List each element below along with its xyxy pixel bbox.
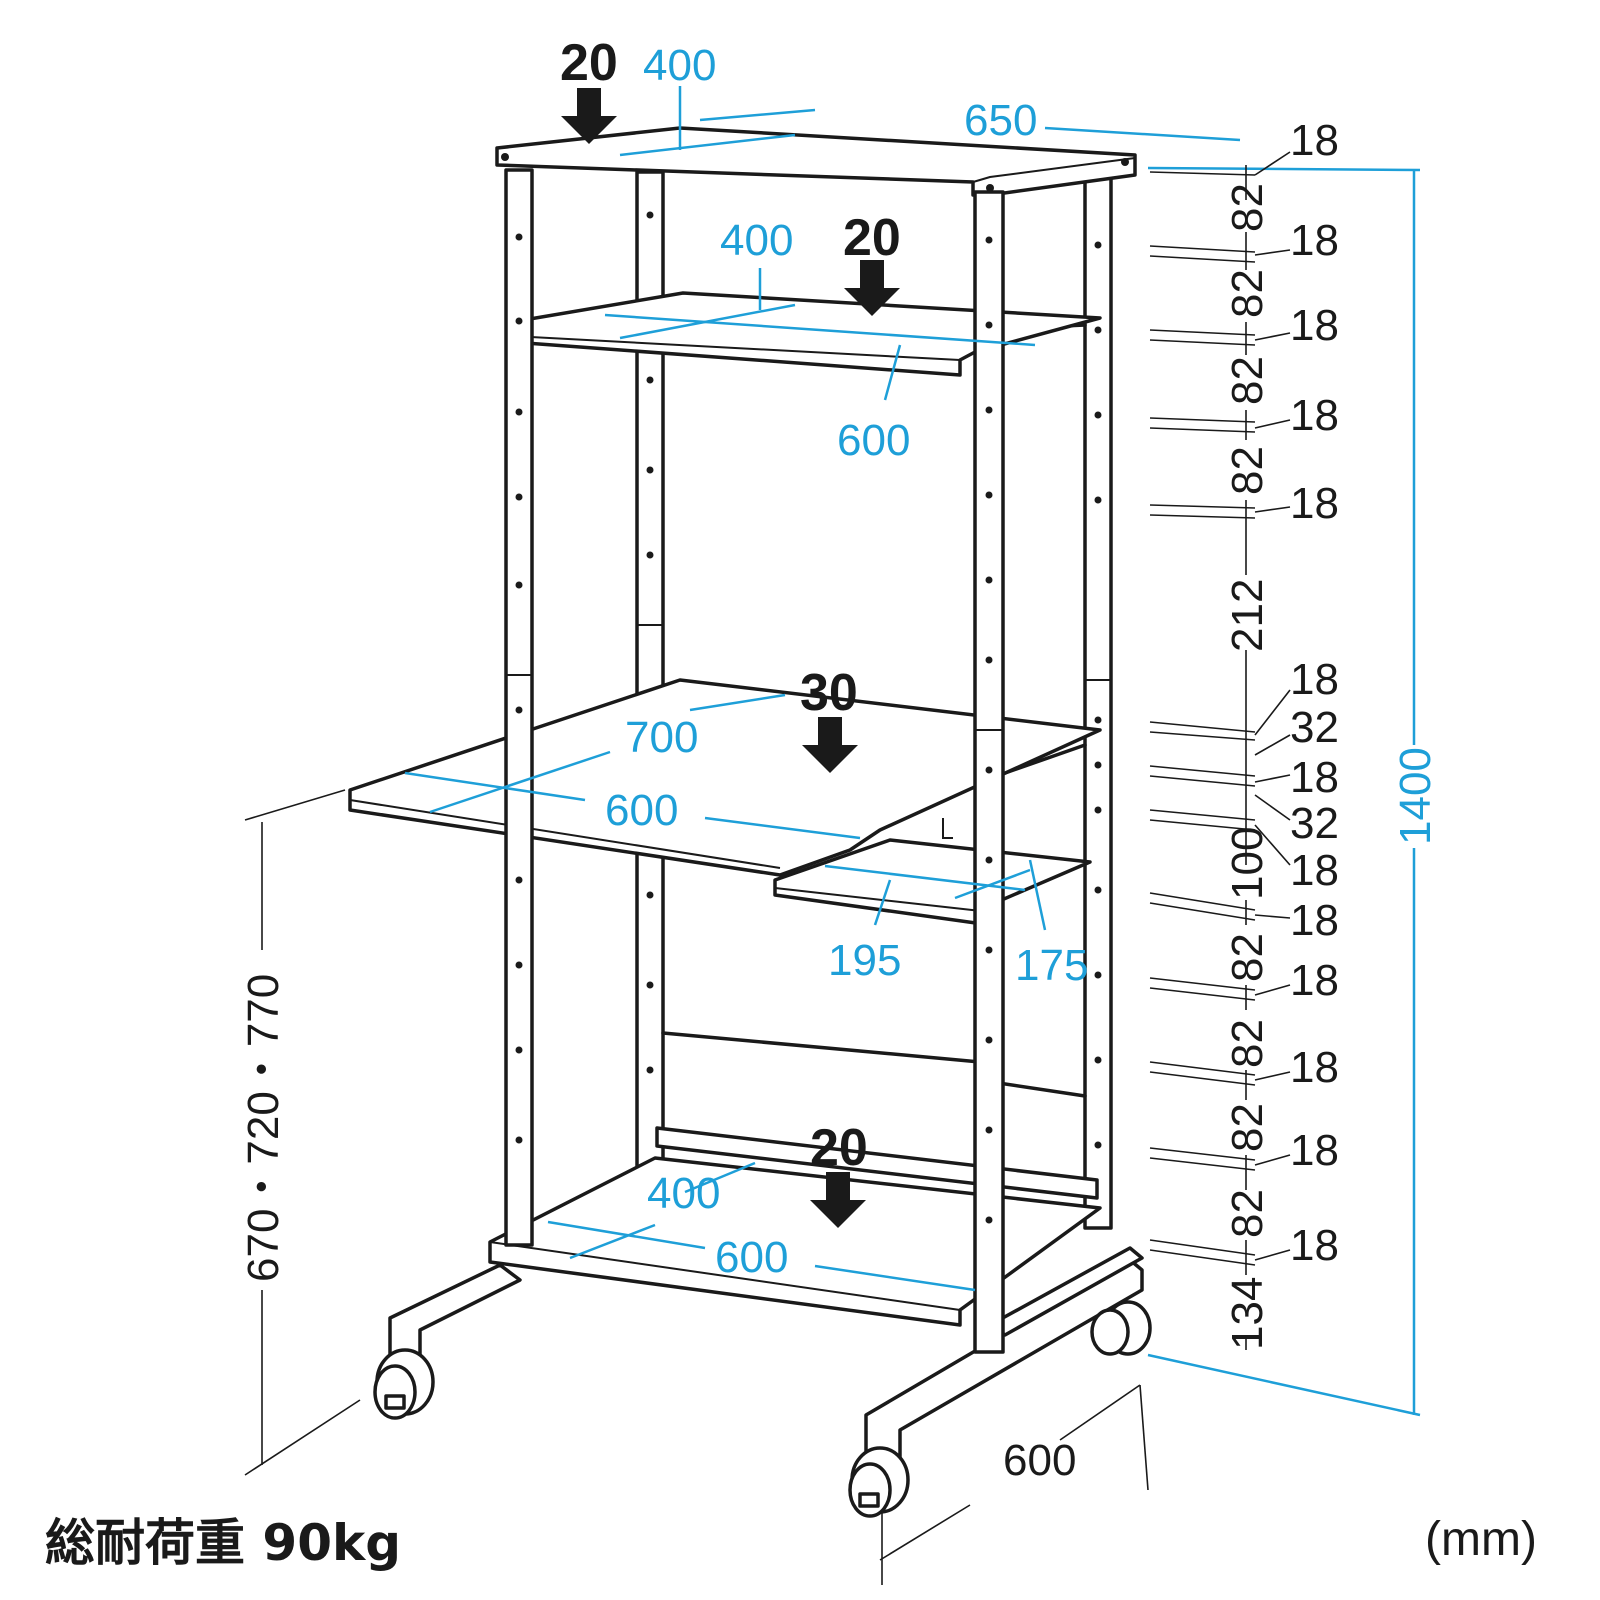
thickness-label: 18 xyxy=(1290,846,1339,895)
lower-rail-right xyxy=(990,1080,1087,1098)
lower-rail-left xyxy=(661,1031,982,1064)
load-label-shelf2: 20 xyxy=(843,209,901,267)
desk-shelf xyxy=(348,678,1102,877)
total-load-caption: 総耐荷重 90kg xyxy=(45,1514,401,1572)
thickness-label: 18 xyxy=(1290,896,1339,945)
gap-label: 134 xyxy=(1223,1277,1272,1350)
black-extension-lines xyxy=(1149,151,1291,1350)
caster-left xyxy=(373,1348,435,1420)
load-arrow-shelf2 xyxy=(844,260,900,316)
dim-desk-depth: 700 xyxy=(625,713,698,762)
left-base-leg xyxy=(388,1263,522,1362)
left-height-dimension xyxy=(244,789,361,1476)
gap-label: 82 xyxy=(1223,183,1272,232)
desk-shelf-edge xyxy=(349,799,781,869)
base-depth-dimension xyxy=(879,1384,1149,1585)
gap-label: 82 xyxy=(1223,1019,1272,1068)
shelf-2 xyxy=(510,291,1102,377)
top-shelf-front-edge xyxy=(496,164,974,183)
gap-label: 82 xyxy=(1223,446,1272,495)
load-labels: 20 20 30 20 xyxy=(560,34,901,1177)
caster-front xyxy=(848,1446,910,1518)
dim-desk-width: 600 xyxy=(605,786,678,835)
gap-label: 212 xyxy=(1223,579,1272,652)
upright-holes xyxy=(515,211,1102,1224)
blue-dimension-lines xyxy=(404,86,1421,1417)
dim-total-height: 1400 xyxy=(1391,747,1440,845)
load-arrow-bottom xyxy=(810,1172,866,1228)
thickness-label: 32 xyxy=(1290,799,1339,848)
gap-label: 100 xyxy=(1223,827,1272,900)
thickness-label: 18 xyxy=(1290,956,1339,1005)
dim-top-shelf-depth: 400 xyxy=(643,41,716,90)
thickness-label: 18 xyxy=(1290,479,1339,528)
load-label-top: 20 xyxy=(560,34,618,92)
thickness-label: 18 xyxy=(1290,1126,1339,1175)
upright-joint-1 xyxy=(506,624,1111,731)
thickness-label: 18 xyxy=(1290,216,1339,265)
dim-bottom-depth: 400 xyxy=(647,1169,720,1218)
load-label-desk: 30 xyxy=(800,664,858,722)
top-shelf-front-corner xyxy=(972,157,1136,183)
bottom-shelf-edge xyxy=(489,1241,961,1311)
caster-right xyxy=(1090,1300,1152,1356)
thickness-label: 18 xyxy=(1290,1043,1339,1092)
load-arrows xyxy=(561,88,900,1228)
left-height-label: 670・720・770 xyxy=(239,974,288,1282)
dim-shelf2-depth: 400 xyxy=(720,216,793,265)
right-stack-gap-labels: 82 82 82 82 212 100 82 82 82 82 134 xyxy=(1223,183,1272,1350)
rack-structure xyxy=(348,126,1152,1518)
dim-top-shelf-width: 650 xyxy=(964,96,1037,145)
dim-keyboard-depth: 195 xyxy=(828,936,901,985)
thickness-label: 18 xyxy=(1290,391,1339,440)
dim-shelf2-width: 600 xyxy=(837,416,910,465)
gap-label: 82 xyxy=(1223,1189,1272,1238)
gap-label: 82 xyxy=(1223,356,1272,405)
thickness-label: 32 xyxy=(1290,703,1339,752)
right-stack-thickness-labels: 18 18 18 18 18 18 32 18 32 18 18 18 18 1… xyxy=(1290,116,1339,1270)
dim-bottom-width: 600 xyxy=(715,1233,788,1282)
base-depth-label: 600 xyxy=(1003,1436,1076,1485)
unit-label: (mm) xyxy=(1425,1513,1537,1566)
thickness-label: 18 xyxy=(1290,301,1339,350)
load-arrow-top xyxy=(561,88,617,144)
shelf-2-edge xyxy=(511,335,961,361)
thickness-label: 18 xyxy=(1290,1221,1339,1270)
dim-keyboard-width: 175 xyxy=(1015,941,1088,990)
gap-label: 82 xyxy=(1223,1103,1272,1152)
blue-dimension-labels: 400 650 400 600 700 600 195 175 400 600 … xyxy=(605,41,1440,1282)
thickness-label: 18 xyxy=(1290,655,1339,704)
gap-label: 82 xyxy=(1223,933,1272,982)
rear-right-upright xyxy=(1083,176,1113,1230)
keyboard-bracket xyxy=(942,818,953,839)
gap-label: 82 xyxy=(1223,269,1272,318)
load-arrow-desk xyxy=(802,717,858,773)
thickness-label: 18 xyxy=(1290,753,1339,802)
load-label-bottom: 20 xyxy=(810,1119,868,1177)
thickness-label: 18 xyxy=(1290,116,1339,165)
